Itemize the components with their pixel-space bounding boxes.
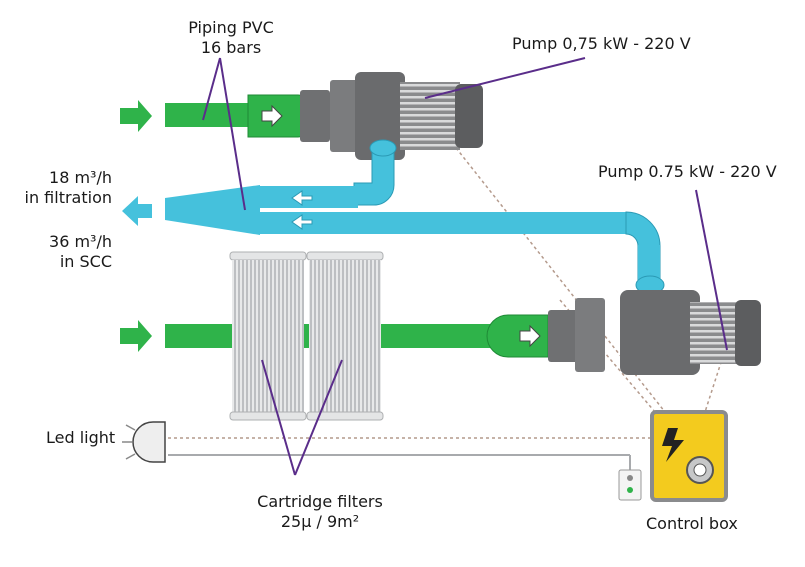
flow-filtration-line1: 18 m³/h [49,168,112,187]
label-flow-filtration: 18 m³/h in filtration [2,168,113,208]
flow-scc-line2: in SCC [59,252,112,271]
label-led-light: Led light [46,428,116,447]
control-box [650,410,728,502]
label-flow-scc: 36 m³/h in SCC [2,232,112,272]
blue-pipe-collar [369,139,397,157]
callout-lines [202,57,728,476]
cartridge-line2: 25µ / 9m² [280,512,360,531]
flow-scc-line1: 36 m³/h [49,232,112,251]
pump-right [548,290,761,375]
cartridge-filter-right [306,251,384,421]
arrow-right-icon [519,324,541,348]
blue-pipe-vertical [638,245,660,285]
arrow-left-icon [122,196,152,226]
label-control-box: Control box [646,514,738,533]
label-pump-right: Pump 0.75 kW - 220 V [598,162,777,181]
cartridge-line1: Cartridge filters [257,492,383,511]
lightning-icon [662,428,684,462]
led-light [122,421,166,463]
arrow-left-icon [291,214,313,230]
switch-box [618,469,642,501]
pump-top [300,72,483,160]
arrow-right-icon [120,100,152,132]
arrow-right-icon [261,104,283,128]
inlet-arrow-top [120,100,152,132]
arrow-left-icon [291,190,313,206]
piping-line1: Piping PVC [188,18,274,37]
label-pump-top: Pump 0,75 kW - 220 V [512,34,691,53]
outlet-reducer [165,185,260,235]
piping-line2: 16 bars [200,38,262,57]
label-piping-pvc: Piping PVC 16 bars [176,18,286,58]
flow-filtration-line2: in filtration [24,188,113,207]
cartridge-filter-left [229,251,307,421]
arrow-right-icon [120,320,152,352]
blue-pipe-lower [258,212,630,234]
label-cartridge-filters: Cartridge filters 25µ / 9m² [240,492,400,532]
pump-right-inlet-green [486,314,549,358]
